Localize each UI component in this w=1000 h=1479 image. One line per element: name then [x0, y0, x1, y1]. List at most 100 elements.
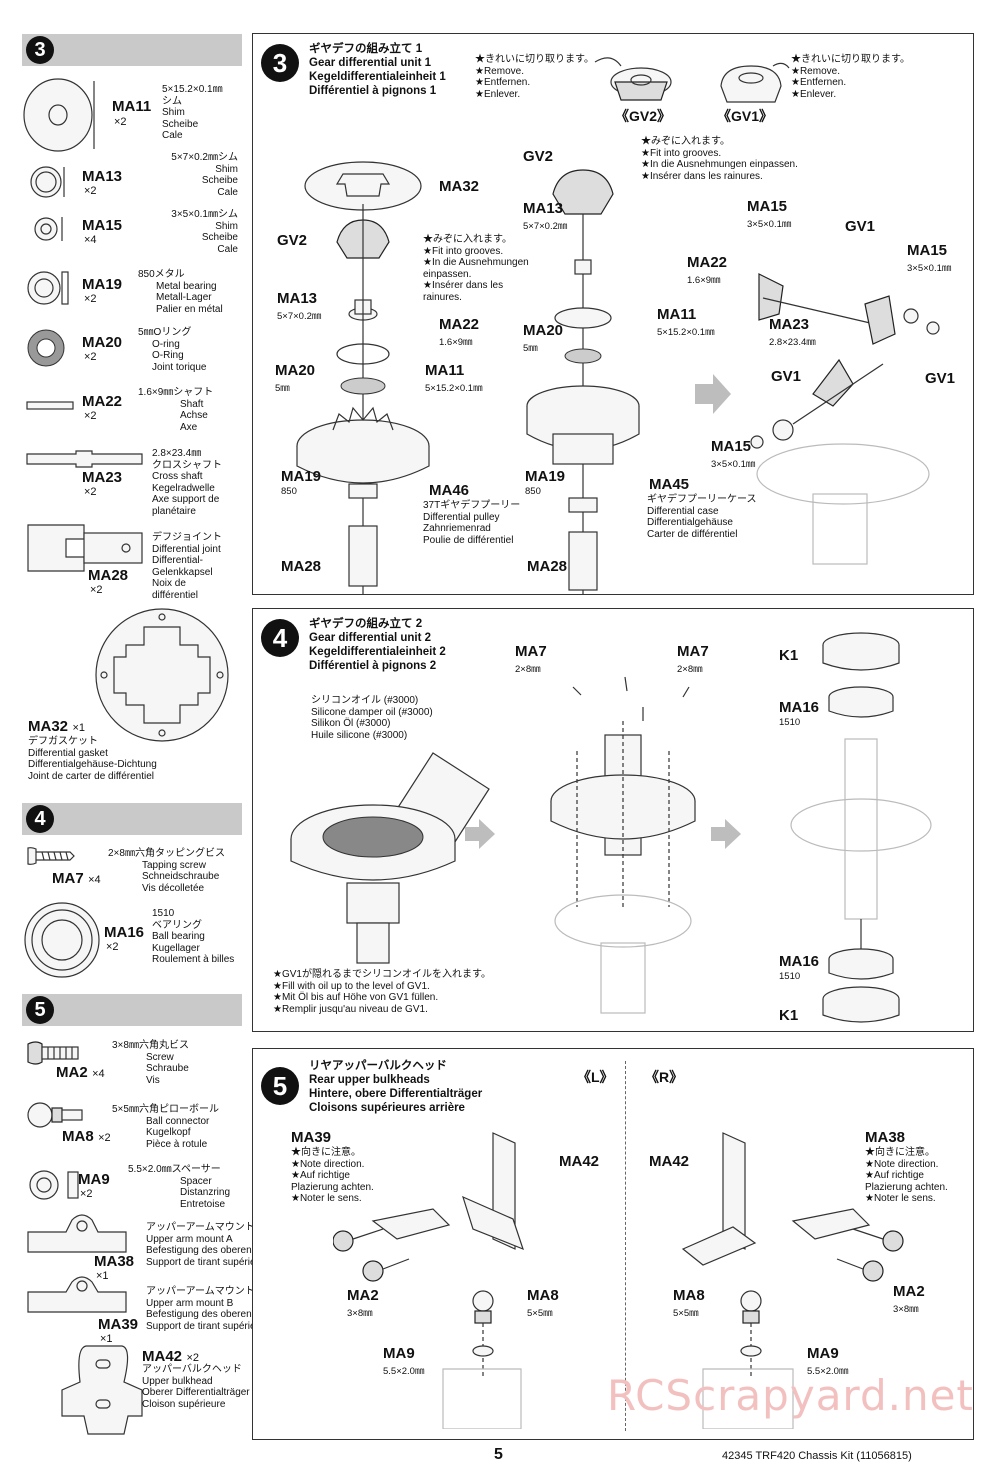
label-ma8-right: MA8 — [673, 1287, 705, 1304]
label-ma20-middle-dim: 5㎜ — [523, 343, 538, 354]
label-ma19-left-dim: 850 — [281, 486, 297, 497]
ma11-code: MA11 — [112, 98, 152, 115]
ma8-desc-line: 5×5㎜六角ピローボール — [112, 1104, 219, 1115]
title-line: Gear differential unit 2 — [309, 632, 432, 644]
label-ma22-left: MA22 — [439, 316, 480, 333]
label-ma7-left-dim: 2×8㎜ — [515, 664, 541, 675]
label-ma8-left-dim: 5×5㎜ — [527, 1308, 553, 1319]
note-line: Zahnriemenrad — [423, 523, 491, 534]
label-ma39: MA39 — [291, 1129, 332, 1146]
title-line: Hintere, obere Differentialträger — [309, 1088, 483, 1100]
note-line: Differential pulley — [423, 511, 500, 523]
ma32-desc-line: Joint de carter de différentiel — [28, 770, 155, 782]
fill-note: ★GV1が隠れるまでシリコンオイルを入れます。 ★Fill with oil u… — [273, 969, 491, 1015]
ma16-desc-line: Roulement à billes — [152, 954, 235, 965]
sidebar-section-5-header: 5 — [22, 994, 242, 1026]
ma11-desc-line: Shim — [162, 107, 185, 118]
ma28-desc-line: Differential joint — [152, 543, 221, 555]
title-line: Kegeldifferentialeinheit 2 — [309, 646, 446, 658]
gv1-gear-sprue-icon — [720, 62, 790, 103]
ma19-desc-line: Metall-Lager — [156, 292, 212, 303]
title-line: Différentiel à pignons 1 — [309, 85, 437, 97]
ma8-code: MA8 — [62, 1128, 94, 1145]
ma28-code: MA28 — [88, 567, 129, 584]
label-ma11-left: MA11 — [425, 362, 465, 379]
ma32-code: MA32 — [28, 718, 69, 735]
kit-reference: 42345 TRF420 Chassis Kit (11056815) — [722, 1450, 912, 1462]
note-line: ★Enlever. — [475, 88, 521, 100]
title-line: Kegeldifferentialeinheit 1 — [309, 71, 446, 83]
title-line: Cloisons supérieures arrière — [309, 1102, 465, 1114]
ma9-desc-line: 5.5×2.0㎜スペーサー — [128, 1164, 221, 1175]
ma11-desc: 5×15.2×0.1㎜ シム Shim Scheibe Cale — [162, 84, 223, 142]
ma7-desc-line: Schneidschraube — [142, 871, 220, 882]
note-line: ★Mit Öl bis auf Höhe von GV1 füllen. — [273, 992, 439, 1003]
note-line: ギヤデフプーリーケース — [647, 494, 757, 505]
label-ma15-top-dim: 3×5×0.1㎜ — [747, 219, 792, 230]
label-k1-top: K1 — [779, 647, 799, 664]
ma19-desc: 850メタル Metal bearing Metall-Lager Palier… — [138, 269, 223, 315]
ma7-desc-line: Tapping screw — [142, 859, 206, 871]
ma32-label: MA32 ×1 — [28, 718, 85, 736]
ma9-code: MA9 — [78, 1171, 110, 1188]
note-line: ★Fit into grooves. — [423, 245, 504, 257]
ma42-code: MA42 — [142, 1348, 183, 1365]
sidebar-section-3-header: 3 — [22, 34, 242, 66]
ma28-desc-line: Gelenkkapsel — [152, 566, 213, 578]
label-ma16-top: MA16 — [779, 699, 820, 716]
direction-note-right: ★向きに注意。 ★Note direction. ★Auf richtige P… — [865, 1147, 948, 1205]
step-4-arrow-1 — [465, 819, 495, 849]
ma15-qty: ×4 — [84, 234, 97, 246]
oil-bottle-pour-diagram — [290, 752, 490, 964]
ma38-desc: アッパーアームマウントA Upper arm mount A Befestigu… — [146, 1222, 299, 1268]
ma13-desc-line: Shim — [215, 163, 238, 175]
sidebar-section-4-header: 4 — [22, 803, 242, 835]
ma23-desc: 2.8×23.4㎜ クロスシャフト Cross shaft Kegelradwe… — [152, 448, 222, 517]
ma38-upper-arm-mount-icon — [27, 1214, 127, 1253]
note-line: Plazierung achten. — [865, 1181, 948, 1193]
ma23-desc-line: 2.8×23.4㎜ — [152, 448, 202, 459]
ma22-desc-line: Shaft — [180, 398, 204, 410]
ma22-desc-line: 1.6×9㎜シャフト — [138, 387, 214, 398]
note-line: ★Auf richtige — [291, 1170, 350, 1181]
ma13-desc-line: Scheibe — [201, 175, 238, 186]
label-ma2-left-dim: 3×8㎜ — [347, 1308, 373, 1319]
ma23-qty: ×2 — [84, 486, 97, 498]
ma9-desc: 5.5×2.0㎜スペーサー Spacer Distanzring Entreto… — [128, 1164, 230, 1210]
ma42-label: MA42 ×2 — [142, 1348, 199, 1366]
ma42-upper-bulkhead-icon — [61, 1345, 143, 1435]
ma9-qty: ×2 — [80, 1188, 93, 1200]
sidebar-section-number: 4 — [26, 805, 54, 833]
label-ma2-right-dim: 3×8㎜ — [893, 1304, 919, 1315]
ma19-code: MA19 — [82, 276, 123, 293]
ma7-code: MA7 — [52, 870, 84, 887]
ma11-desc-line: Cale — [162, 130, 183, 141]
label-ma2-left: MA2 — [347, 1287, 379, 1304]
ma2-desc-line: Schraube — [146, 1063, 189, 1074]
step-3-left-exploded-diagram — [296, 161, 430, 594]
label-ma8-left: MA8 — [527, 1287, 559, 1304]
ma42-desc: アッパーバルクヘッド Upper bulkhead Oberer Differe… — [142, 1364, 250, 1410]
ma42-desc-line: Upper bulkhead — [142, 1375, 213, 1387]
ma38-qty: ×1 — [96, 1270, 109, 1282]
step-5-panel: 5 リヤアッパーバルクヘッド Rear upper bulkheads Hint… — [252, 1048, 974, 1440]
ma19-qty: ×2 — [84, 293, 97, 305]
ma8-desc-line: Kugelkopf — [146, 1127, 191, 1138]
label-ma45-desc: ギヤデフプーリーケース Differential case Differenti… — [647, 494, 757, 540]
ma16-desc-line: 1510 — [152, 908, 175, 919]
ma38-code: MA38 — [94, 1253, 135, 1270]
note-line: ★In die Ausnehmungen einpassen. — [641, 159, 798, 170]
ma38-desc-line: Befestigung des oberen Lenkers A — [146, 1245, 299, 1256]
ma28-differential-joint-icon — [27, 524, 143, 572]
note-line: ★向きに注意。 — [291, 1147, 361, 1158]
label-ma22-middle: MA22 — [687, 254, 728, 271]
ma32-gasket-icon — [95, 608, 229, 742]
left-side-tag: 《L》 — [577, 1069, 614, 1085]
ma2-desc: 3×8㎜六角丸ビス Screw Schraube Vis — [112, 1040, 189, 1086]
ma2-desc-line: Vis — [146, 1074, 160, 1086]
label-ma15-top: MA15 — [747, 198, 788, 215]
ma19-desc-line: Metal bearing — [156, 280, 217, 292]
ma23-code: MA23 — [82, 469, 123, 486]
label-ma13-middle-dim: 5×7×0.2㎜ — [523, 221, 568, 232]
label-ma19-middle-dim: 850 — [525, 486, 541, 497]
